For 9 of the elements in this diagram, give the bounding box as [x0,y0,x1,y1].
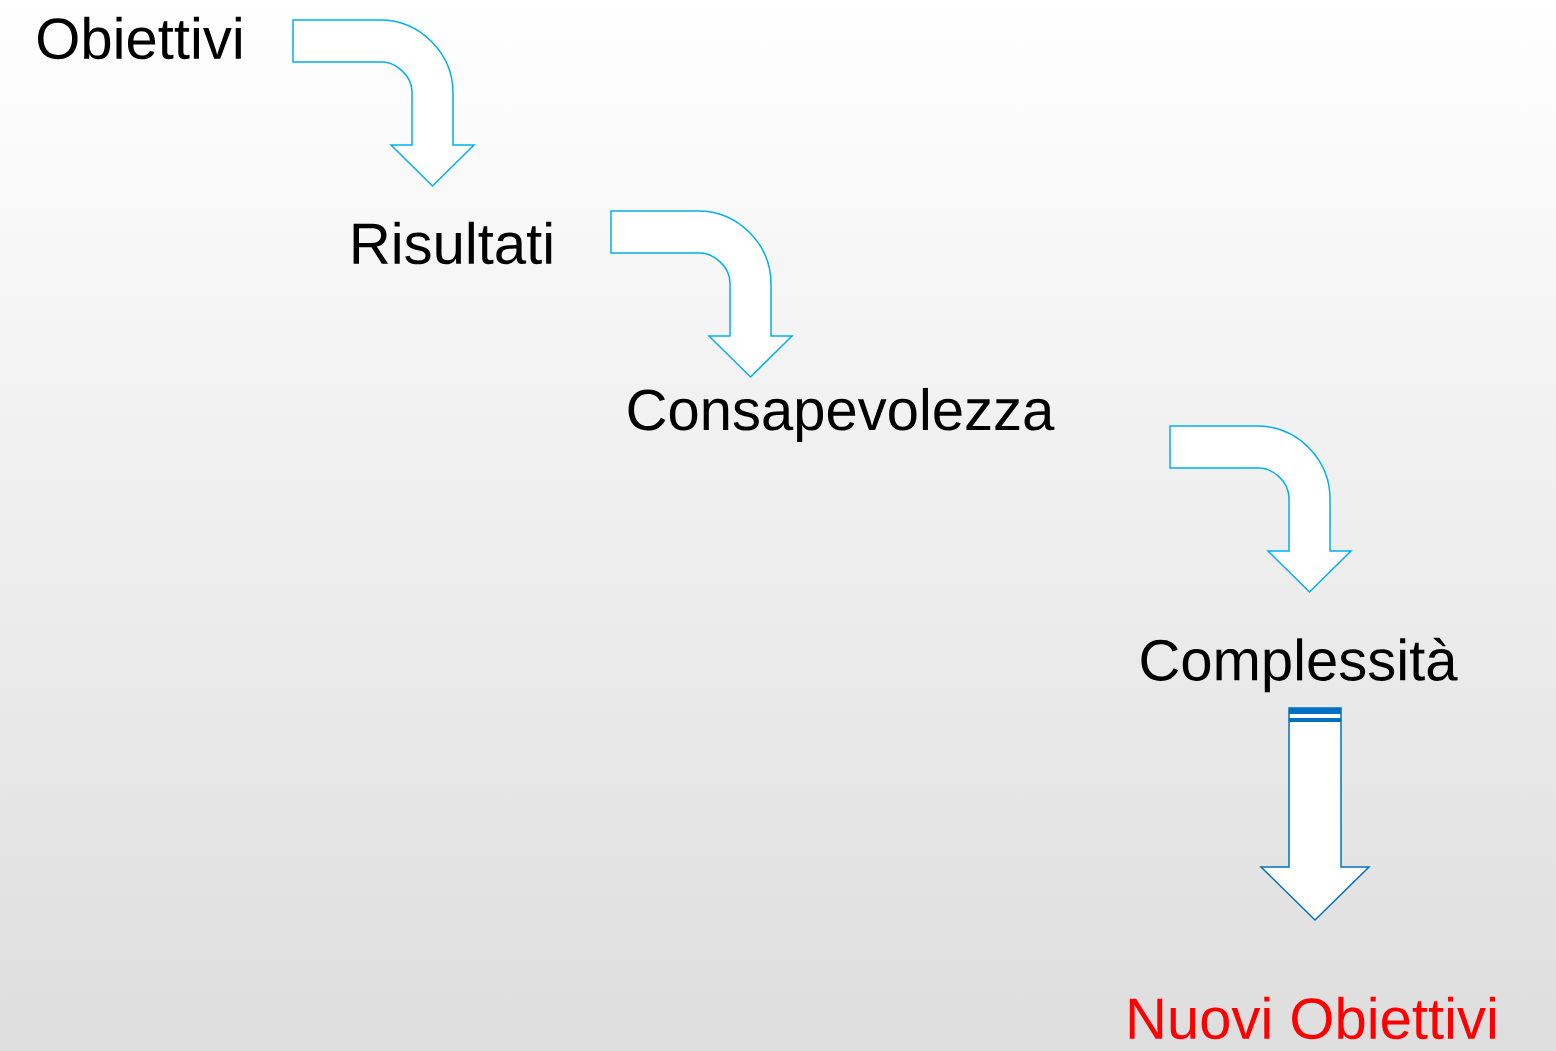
step-label: Consapevolezza [628,387,1055,442]
step-label: Nuovi Obiettivi [1129,996,1495,1040]
step-label: Obiettivi [38,16,241,60]
bent-arrow [1169,425,1352,593]
down-arrow [1259,707,1371,922]
step-label: Risultati [353,221,552,265]
step-label: Complessità [1141,637,1458,693]
bent-arrow [610,210,793,378]
bent-arrow [292,19,475,187]
